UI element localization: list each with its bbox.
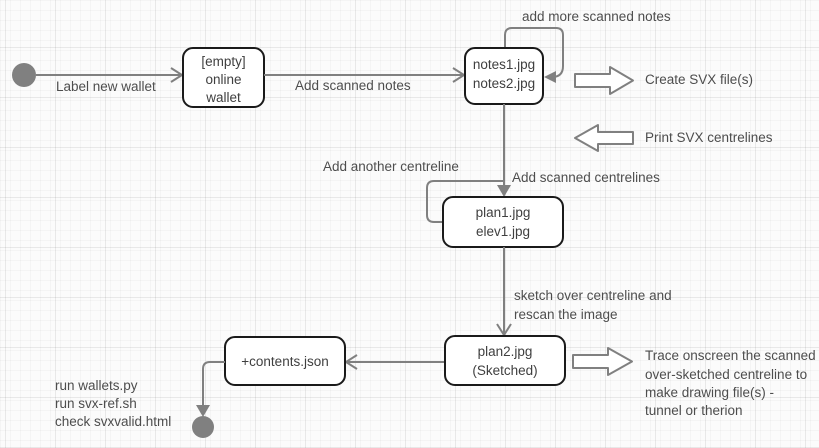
edge-label: add more scanned notes xyxy=(522,9,671,24)
state-text-line: plan2.jpg xyxy=(478,344,533,359)
annotation-text: Print SVX centrelines xyxy=(645,130,773,145)
self-loop-line[interactable] xyxy=(426,180,503,223)
state-text-line: (Sketched) xyxy=(472,363,537,378)
state-text-line: notes2.jpg xyxy=(473,76,535,91)
edge-add-another-centreline[interactable]: Add another centreline xyxy=(323,159,503,223)
annotation-text: run wallets.py xyxy=(55,378,138,393)
block-arrow-right-icon[interactable] xyxy=(572,347,633,376)
edge-label-new-wallet[interactable]: Label new wallet xyxy=(36,67,184,94)
edge-add-scanned-centrelines[interactable]: Add scanned centrelines xyxy=(497,104,660,197)
state-contents-json[interactable]: +contents.json xyxy=(224,336,346,386)
state-plan2-sketched[interactable]: plan2.jpg (Sketched) xyxy=(444,335,566,386)
annotation-text: make drawing file(s) - xyxy=(645,385,774,400)
edge-label: Add another centreline xyxy=(323,159,459,174)
state-text-line: notes1.jpg xyxy=(473,57,535,72)
annotation-text: over-sketched centreline to xyxy=(645,367,807,382)
start-node[interactable] xyxy=(12,63,36,87)
process-trace-onscreen[interactable]: Trace onscreen the scanned over-sketched… xyxy=(572,347,816,418)
state-text-line: online xyxy=(205,72,241,87)
annotation-text: Create SVX file(s) xyxy=(645,72,753,87)
edge-label: Add scanned notes xyxy=(295,78,411,93)
state-plan1-elev1[interactable]: plan1.jpg elev1.jpg xyxy=(442,196,564,248)
block-arrow-right-icon[interactable] xyxy=(574,66,634,95)
annotation-text: run svx-ref.sh xyxy=(55,396,137,411)
state-empty-online-wallet[interactable]: [empty] online wallet xyxy=(182,47,265,108)
initial-state-circle[interactable] xyxy=(12,63,36,87)
end-node[interactable] xyxy=(192,416,214,438)
state-text-line: wallet xyxy=(205,90,241,105)
edge-line[interactable] xyxy=(202,361,225,406)
edge-label: sketch over centreline and xyxy=(514,288,672,303)
arrowhead-filled-icon xyxy=(196,405,210,417)
state-text-line: elev1.jpg xyxy=(476,224,530,239)
block-arrow-left-icon[interactable] xyxy=(574,124,634,152)
edge-plan2-to-contents[interactable] xyxy=(344,354,444,370)
annotation-text: Trace onscreen the scanned xyxy=(645,348,816,363)
state-box[interactable] xyxy=(182,47,265,108)
annotation-run-steps: run wallets.py run svx-ref.sh check svxv… xyxy=(55,378,171,429)
edge-label: rescan the image xyxy=(514,307,618,322)
edge-label: Add scanned centrelines xyxy=(512,170,660,185)
edge-contents-to-end[interactable] xyxy=(196,361,225,417)
annotation-text: check svxvalid.html xyxy=(55,414,171,429)
state-notes-jpg[interactable]: notes1.jpg notes2.jpg xyxy=(464,47,544,105)
process-print-svx[interactable]: Print SVX centrelines xyxy=(574,124,773,152)
self-loop-line[interactable] xyxy=(504,27,564,78)
arrowhead-filled-icon xyxy=(544,71,556,83)
edge-add-more-scanned-notes[interactable]: add more scanned notes xyxy=(504,9,671,83)
edge-add-scanned-notes[interactable]: Add scanned notes xyxy=(264,67,466,93)
state-text-line: [empty] xyxy=(201,54,245,69)
arrowhead-filled-icon xyxy=(497,185,511,197)
state-text-line: +contents.json xyxy=(241,354,328,369)
edge-sketch-over-centreline[interactable]: sketch over centreline and rescan the im… xyxy=(496,247,672,337)
state-box[interactable] xyxy=(444,335,566,386)
annotation-text: tunnel or therion xyxy=(645,403,743,418)
edge-label: Label new wallet xyxy=(56,79,156,94)
state-text-line: plan1.jpg xyxy=(476,205,531,220)
final-state-circle[interactable] xyxy=(192,416,214,438)
process-create-svx[interactable]: Create SVX file(s) xyxy=(574,66,753,95)
